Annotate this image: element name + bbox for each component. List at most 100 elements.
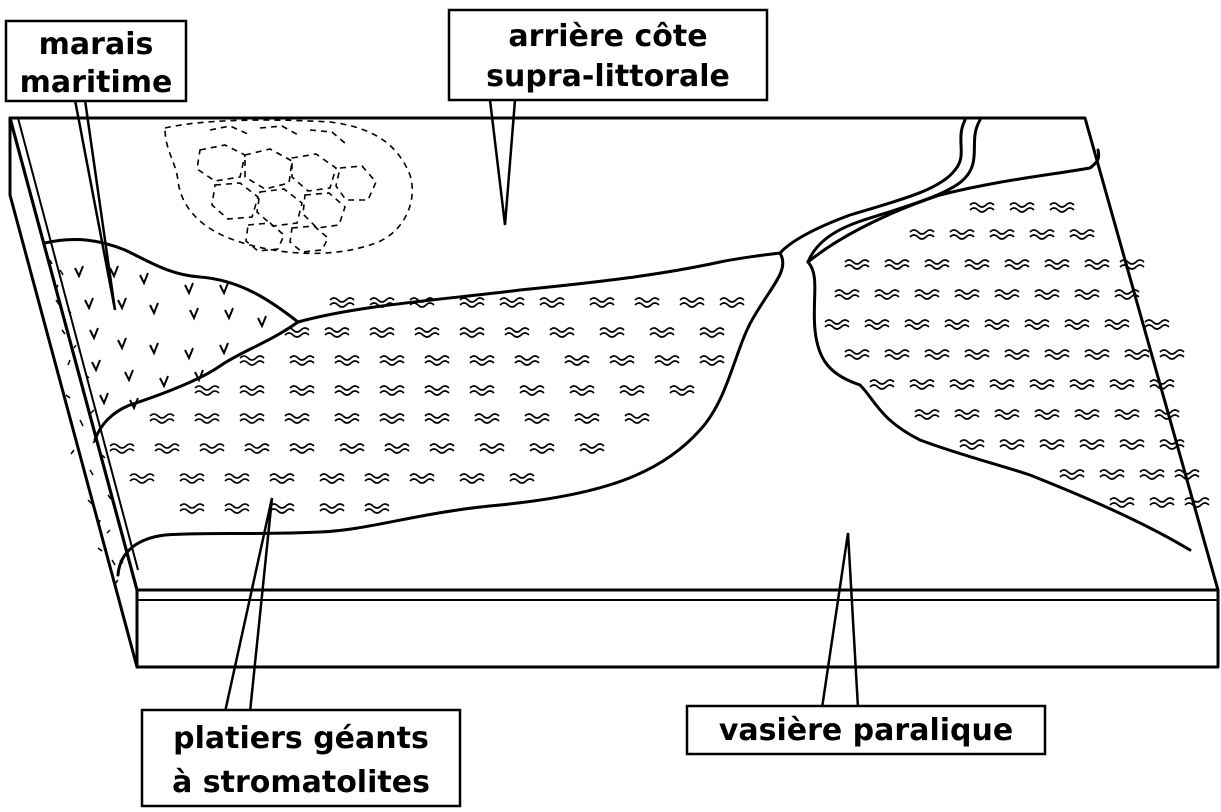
facies-boundaries (45, 120, 1190, 575)
wavy-dash-mark (925, 260, 949, 269)
wavy-dash-mark (580, 444, 604, 453)
wavy-dash-mark (460, 474, 484, 483)
leader-marais (75, 100, 115, 310)
wavy-dash-mark (225, 474, 249, 483)
wavy-dash-mark (1050, 203, 1074, 212)
wavy-dash-mark (270, 474, 294, 483)
wavy-dash-mark (470, 356, 494, 365)
label-marais-line2: maritime (20, 65, 173, 100)
wavy-dash-mark (540, 298, 564, 307)
wavy-dash-mark (720, 298, 744, 307)
label-arriere-line1: arrière côte (508, 19, 707, 54)
block-outline (10, 118, 1218, 667)
wavy-dash-mark (570, 386, 594, 395)
wavy-dash-mark (150, 414, 174, 423)
wavy-dash-mark (1030, 380, 1054, 389)
wavy-dash-mark (1030, 230, 1054, 239)
wavy-dash-mark (240, 386, 264, 395)
wavy-dash-mark (965, 260, 989, 269)
wavy-dash-mark (195, 386, 219, 395)
salt-marsh-symbols (75, 266, 266, 408)
wavy-dash-mark (875, 290, 899, 299)
wavy-dash-mark (365, 474, 389, 483)
label-platiers-line2: à stromatolites (172, 765, 430, 800)
wavy-dash-mark (960, 440, 984, 449)
wavy-dash-mark (285, 414, 309, 423)
wavy-dash-mark (620, 386, 644, 395)
wavy-dash-mark (1100, 470, 1124, 479)
wavy-dash-mark (655, 356, 679, 365)
wavy-dash-mark (290, 444, 314, 453)
wavy-dash-mark (365, 504, 389, 513)
wavy-dash-mark (1005, 350, 1029, 359)
wavy-dash-mark (1085, 260, 1109, 269)
wavy-dash-mark (1000, 440, 1024, 449)
wavy-dash-mark (1140, 470, 1164, 479)
channel-stream-left (780, 120, 965, 253)
wavy-dash-mark (430, 444, 454, 453)
wavy-dash-mark (520, 386, 544, 395)
wavy-dash-mark (1005, 260, 1029, 269)
wavy-dash-mark (155, 444, 179, 453)
wavy-dash-mark (1125, 350, 1149, 359)
wavy-dash-mark (1185, 498, 1209, 507)
wavy-dash-mark (425, 414, 449, 423)
wavy-dash-mark (340, 444, 364, 453)
label-platiers-line1: platiers géants (173, 721, 429, 756)
right-flat-boundary (808, 150, 1099, 262)
wavy-dash-mark (1150, 498, 1174, 507)
polygon-field-outline (165, 120, 412, 253)
wavy-dash-mark (425, 386, 449, 395)
marsh-upper-boundary (45, 239, 298, 322)
wavy-dash-mark (500, 298, 524, 307)
wavy-dash-mark (990, 230, 1014, 239)
wavy-dash-mark (410, 474, 434, 483)
wavy-dash-mark (1110, 380, 1134, 389)
wavy-dash-mark (380, 386, 404, 395)
wavy-dash-mark (575, 414, 599, 423)
wavy-dash-mark (460, 328, 484, 337)
wavy-dash-mark (870, 380, 894, 389)
wavy-dash-mark (990, 380, 1014, 389)
wavy-dash-mark (865, 320, 889, 329)
wavy-dash-mark (995, 290, 1019, 299)
wavy-dash-mark (1080, 440, 1104, 449)
wavy-dash-mark (955, 290, 979, 299)
wavy-dash-mark (965, 350, 989, 359)
label-arriere-line2: supra-littorale (486, 59, 730, 94)
wavy-dash-mark (915, 290, 939, 299)
block-side-face (10, 118, 137, 667)
wavy-dash-mark (320, 474, 344, 483)
wavy-dash-mark (530, 444, 554, 453)
wavy-dash-mark (1160, 350, 1184, 359)
wavy-dash-mark (330, 298, 354, 307)
label-box-vasiere: vasière paralique (687, 706, 1045, 754)
wavy-dash-mark (385, 444, 409, 453)
wavy-dash-mark (1075, 290, 1099, 299)
wavy-dash-mark (180, 504, 204, 513)
wavy-dash-mark (325, 328, 349, 337)
label-marais-line1: marais (39, 27, 154, 62)
wavy-dash-mark (525, 414, 549, 423)
wavy-dash-mark (915, 410, 939, 419)
wavy-dash-mark (670, 386, 694, 395)
wavy-dash-mark (1110, 498, 1134, 507)
wavy-dash-mark (590, 298, 614, 307)
wavy-dash-mark (1045, 350, 1069, 359)
wavy-dash-mark (130, 474, 154, 483)
wavy-dash-mark (180, 474, 204, 483)
label-box-arriere: arrière côte supra-littorale (449, 10, 767, 100)
wavy-dash-mark (600, 328, 624, 337)
wavy-dash-mark (970, 203, 994, 212)
wavy-dash-mark (1070, 380, 1094, 389)
wavy-dash-mark (270, 504, 294, 513)
wavy-dash-mark (335, 356, 359, 365)
wavy-dash-mark (1070, 230, 1094, 239)
wavy-dash-mark (995, 410, 1019, 419)
wavy-dash-mark (910, 230, 934, 239)
wavy-dash-mark (1145, 320, 1169, 329)
wavy-dash-mark (380, 356, 404, 365)
wavy-dash-mark (505, 328, 529, 337)
wavy-dash-mark (1065, 320, 1089, 329)
